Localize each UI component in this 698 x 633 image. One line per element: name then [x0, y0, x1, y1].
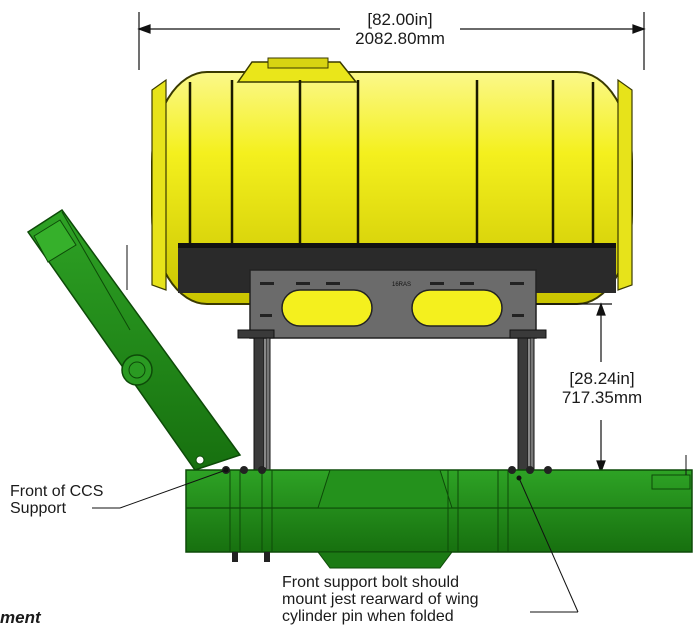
front-ccs-callout: Front of CCS Support [10, 483, 103, 517]
bracket-marking: 16RAS [392, 282, 411, 288]
folded-wing [26, 208, 242, 471]
width-dimension [137, 12, 646, 70]
bolt-note-line3: cylinder pin when folded [282, 608, 454, 625]
width-metric: 2082.80mm [355, 29, 445, 48]
bolt-note-line2: mount jest rearward of wing [282, 591, 479, 608]
height-metric: 717.35mm [561, 388, 643, 407]
leader-lines [92, 467, 579, 613]
height-imperial: [28.24in] [569, 369, 635, 388]
yellow-tank [151, 57, 633, 305]
width-imperial: [82.00in] [367, 10, 433, 29]
wing-pivot-circle [121, 354, 153, 386]
front-ccs-line2: Support [10, 500, 67, 517]
mounting-bracket: 16RAS [249, 269, 537, 339]
height-dimension-label: [28.24in] 717.35mm [552, 369, 652, 407]
bolt-note-callout: Front support bolt should mount jest rea… [282, 574, 479, 625]
width-dimension-label: [82.00in] 2082.80mm [340, 10, 460, 48]
bolt-note-line1: Front support bolt should [282, 574, 459, 591]
partial-caption: ment [0, 608, 41, 627]
front-ccs-line1: Front of CCS [10, 483, 104, 500]
green-toolbar-frame [185, 455, 693, 569]
support-legs [237, 329, 547, 473]
